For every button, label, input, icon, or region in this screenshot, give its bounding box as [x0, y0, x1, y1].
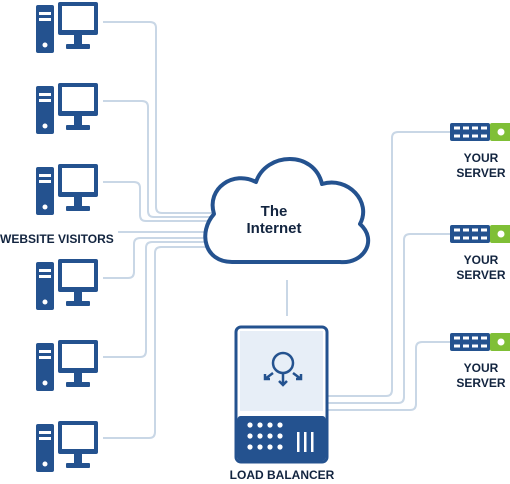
visitor-computer — [36, 340, 98, 391]
load-balancer-label: LOAD BALANCER — [229, 468, 335, 482]
server-connectors — [286, 131, 450, 411]
visitor-connectors — [103, 21, 224, 439]
visitor-computer — [36, 2, 98, 53]
internet-label-line1: The — [260, 203, 288, 220]
load-balancer-icon — [263, 351, 303, 387]
server-label-line2: SERVER — [456, 268, 506, 282]
internet-label: The Internet — [238, 203, 310, 237]
visitor-computer — [36, 421, 98, 472]
connector-line — [103, 237, 224, 279]
visitor-computer — [36, 259, 98, 310]
port-grid — [247, 422, 314, 452]
server-label: YOUR SERVER — [445, 253, 510, 283]
load-balancer-device — [234, 325, 329, 464]
connector-line — [103, 241, 224, 358]
connector-line — [327, 341, 450, 411]
server-label: YOUR SERVER — [445, 151, 510, 181]
connector-line — [103, 246, 224, 439]
connector-line — [103, 21, 224, 214]
connector-line — [103, 181, 224, 222]
server-unit — [450, 123, 510, 141]
server-label-line1: YOUR — [463, 361, 499, 375]
server-label-line1: YOUR — [463, 151, 499, 165]
website-visitors-label: WEBSITE VISITORS — [0, 232, 114, 246]
visitor-computer — [36, 164, 98, 215]
server-label: YOUR SERVER — [445, 361, 510, 391]
server-label-line2: SERVER — [456, 376, 506, 390]
connector-line — [327, 233, 450, 404]
connector-line — [327, 131, 450, 397]
internet-label-line2: Internet — [246, 220, 302, 237]
internet-cloud — [203, 157, 371, 265]
server-label-line1: YOUR — [463, 253, 499, 267]
server-unit — [450, 225, 510, 243]
visitor-computer — [36, 83, 98, 134]
server-unit — [450, 333, 510, 351]
server-label-line2: SERVER — [456, 166, 506, 180]
connector-line — [103, 100, 224, 218]
